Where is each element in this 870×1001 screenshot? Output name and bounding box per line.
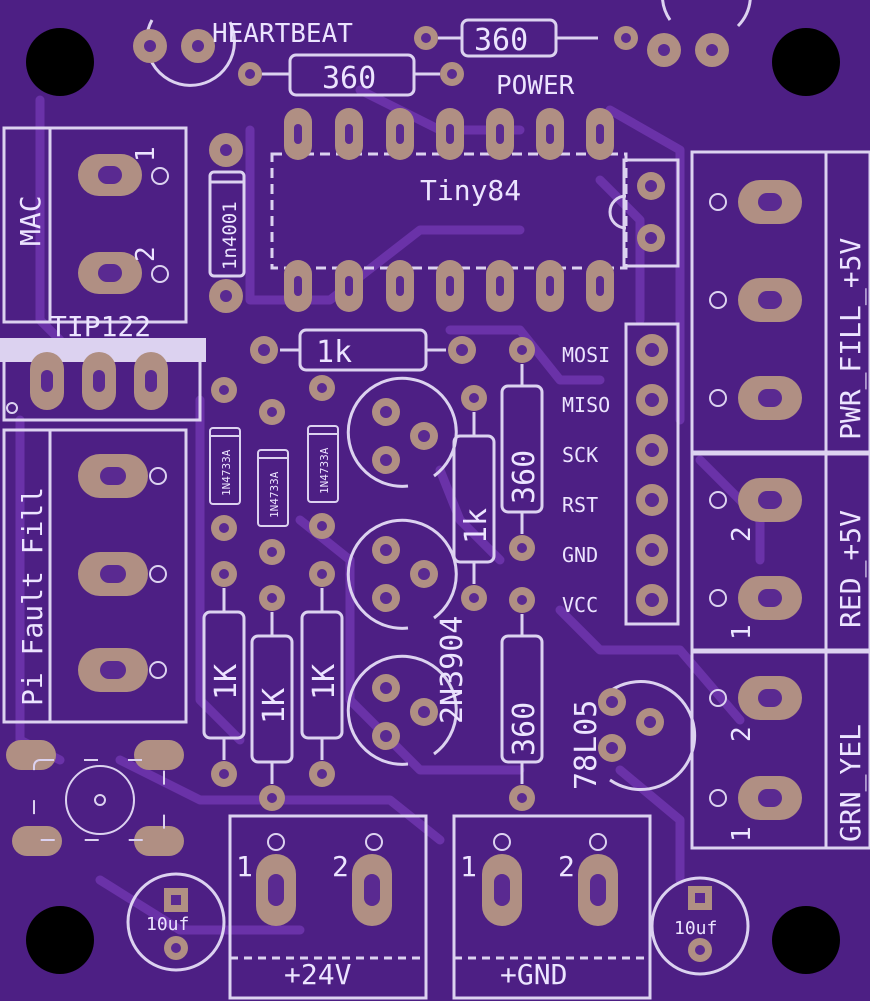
cap-left-label: 10uf <box>146 914 189 935</box>
resistor-power <box>414 18 638 58</box>
isp-mosi-label: MOSI <box>562 343 610 367</box>
isp-miso-label: MISO <box>562 393 610 417</box>
zener1-label: 1N4733A <box>220 449 233 496</box>
term24-pin1: 1 <box>236 850 253 883</box>
red-label: RED_+5V <box>834 510 868 628</box>
terminal-mac <box>2 126 188 324</box>
regulator-78l05 <box>598 680 697 791</box>
zener-2 <box>257 399 289 565</box>
tip-label: TIP122 <box>50 310 151 343</box>
transistor-label: 2N3904 <box>435 616 470 724</box>
zener3-label: 1N4733A <box>318 447 331 494</box>
capacitor-left <box>126 872 226 972</box>
grn-pin2: 2 <box>727 726 757 742</box>
terminal-pi-fault <box>2 428 188 724</box>
r-1K-b-value: 1K <box>257 688 292 724</box>
red-pin2: 2 <box>727 526 757 542</box>
mcu-label: Tiny84 <box>420 174 521 207</box>
r-1k-mid-value: 1k <box>459 508 494 544</box>
resistor-1K-b <box>250 585 294 811</box>
resistor-1K-a <box>202 561 246 787</box>
terminal-red <box>690 452 870 652</box>
terminal-pwr-fill <box>690 150 870 454</box>
zener-3 <box>307 375 339 539</box>
resistor-1k-top <box>250 328 476 372</box>
red-pin1: 1 <box>727 624 757 640</box>
r-heartbeat-value: 360 <box>322 61 376 96</box>
terminal-grn <box>690 650 870 850</box>
transistor-q3 <box>346 654 458 766</box>
mount-hole-top-left <box>26 28 94 96</box>
terminal-24v <box>228 814 428 1000</box>
terminal-gnd <box>452 814 652 1000</box>
termgnd-pin1: 1 <box>460 850 477 883</box>
regulator-label: 78L05 <box>569 700 604 790</box>
ic-tiny84 <box>270 108 628 312</box>
r-power-value: 360 <box>474 23 528 58</box>
transistor-q1 <box>346 376 458 488</box>
grn-pin1: 1 <box>727 826 757 842</box>
mac-pin1: 1 <box>131 146 161 162</box>
mac-pin2: 2 <box>131 246 161 262</box>
mount-hole-bottom-left <box>26 906 94 974</box>
resistor-1k-mid <box>452 385 496 611</box>
header-2pin <box>622 158 680 268</box>
power-label: POWER <box>496 71 575 101</box>
r-360-low-value: 360 <box>507 702 542 756</box>
mount-hole-top-right <box>772 28 840 96</box>
pi-fault-label: Pi Fault Fill <box>16 487 49 706</box>
copper-traces <box>15 85 765 935</box>
resistor-360-low <box>500 587 544 811</box>
v24-label: +24V <box>284 958 352 991</box>
heartbeat-label: HEARTBEAT <box>212 19 353 49</box>
r-1K-c-value: 1K <box>307 664 342 700</box>
term24-pin2: 2 <box>332 850 349 883</box>
zener-1 <box>209 377 241 541</box>
mac-label: MAC <box>14 195 47 246</box>
push-button <box>6 740 184 856</box>
cap-right-label: 10uf <box>674 918 717 939</box>
isp-rst-label: RST <box>562 493 598 517</box>
termgnd-pin2: 2 <box>558 850 575 883</box>
resistor-heartbeat <box>238 53 464 97</box>
capacitor-right <box>650 876 750 976</box>
isp-sck-label: SCK <box>562 443 598 467</box>
r-1K-a-value: 1K <box>209 664 244 700</box>
led-heartbeat <box>133 19 236 87</box>
resistor-360-mid <box>500 337 544 561</box>
r-1k-top-value: 1k <box>316 335 352 370</box>
pwr-fill-label: PWR_FILL_+5V <box>834 238 868 440</box>
grn-label: GRN_YEL <box>834 724 868 842</box>
isp-header <box>624 322 680 626</box>
isp-vcc-label: VCC <box>562 593 598 617</box>
transistor-tip122 <box>0 338 206 422</box>
led-power <box>647 0 752 67</box>
transistor-q2 <box>346 518 458 630</box>
isp-gnd-label: GND <box>562 543 598 567</box>
diode-label: 1n4001 <box>219 201 241 270</box>
zener2-label: 1N4733A <box>268 471 281 518</box>
resistor-1K-c <box>300 561 344 787</box>
gnd-label: +GND <box>500 958 567 991</box>
r-360-mid-value: 360 <box>507 450 542 504</box>
diode-1n4001 <box>208 133 246 313</box>
mount-hole-bottom-right <box>772 906 840 974</box>
